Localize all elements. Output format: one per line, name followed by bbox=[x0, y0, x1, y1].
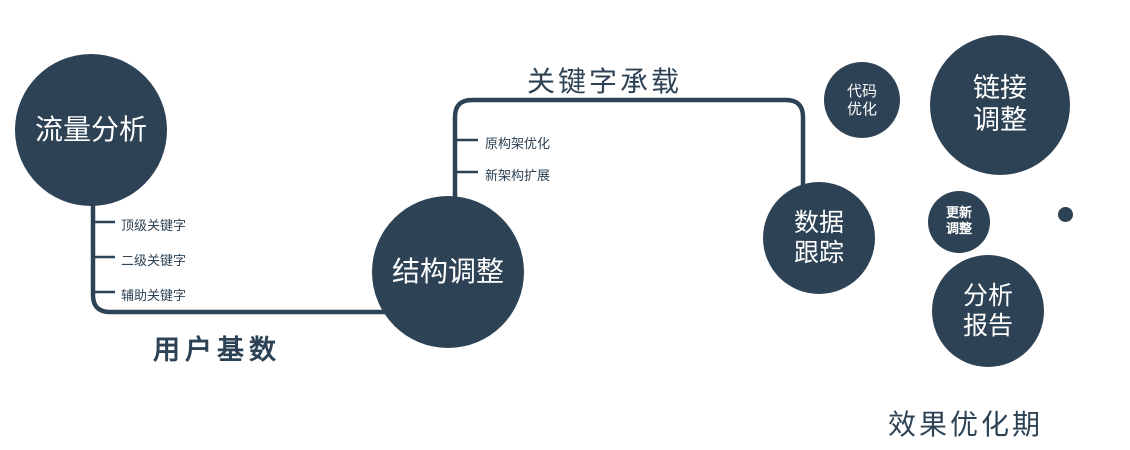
node-code-optimization-line2: 优化 bbox=[846, 100, 877, 118]
branch-label-new-architecture: 新架构扩展 bbox=[485, 169, 551, 184]
node-code-optimization: 代码 优化 bbox=[824, 62, 900, 138]
edge-label-keyword-carrying: 关键字承载 bbox=[527, 65, 683, 98]
node-structure-adjustment: 结构调整 bbox=[372, 196, 524, 348]
node-update-adjustment: 更新 调整 bbox=[928, 191, 990, 253]
branch-label-original-architecture: 原构架优化 bbox=[485, 137, 551, 152]
node-link-adjustment-line1: 链接 bbox=[973, 72, 1027, 104]
node-analysis-report-line1: 分析 bbox=[962, 281, 1013, 310]
node-link-adjustment-line2: 调整 bbox=[973, 105, 1027, 136]
footer-label-effect-optimization: 效果优化期 bbox=[888, 408, 1044, 441]
edge-label-user-base: 用户基数 bbox=[153, 335, 281, 366]
edge-traffic-to-structure bbox=[90, 186, 390, 315]
branch-label-top-keyword: 顶级关键字 bbox=[121, 219, 187, 234]
node-data-tracking-line2: 跟踪 bbox=[793, 238, 844, 267]
node-traffic-analysis: 流量分析 bbox=[15, 54, 167, 206]
node-analysis-report-line2: 报告 bbox=[962, 311, 1013, 340]
node-structure-adjustment-label: 结构调整 bbox=[391, 255, 504, 289]
node-data-tracking-line1: 数据 bbox=[793, 208, 844, 237]
node-update-adjustment-line2: 调整 bbox=[945, 222, 972, 237]
edge-structure-to-tracking bbox=[452, 97, 806, 204]
branch-label-second-keyword: 二级关键字 bbox=[121, 254, 187, 269]
node-traffic-analysis-label: 流量分析 bbox=[34, 113, 147, 147]
node-data-tracking: 数据 跟踪 bbox=[763, 182, 875, 294]
node-update-adjustment-line1: 更新 bbox=[945, 206, 972, 222]
node-analysis-report: 分析 报告 bbox=[932, 255, 1044, 367]
small-dot bbox=[1058, 207, 1073, 222]
branch-label-aux-keyword: 辅助关键字 bbox=[121, 289, 187, 304]
node-code-optimization-line1: 代码 bbox=[846, 82, 877, 100]
node-link-adjustment: 链接 调整 bbox=[930, 35, 1070, 175]
